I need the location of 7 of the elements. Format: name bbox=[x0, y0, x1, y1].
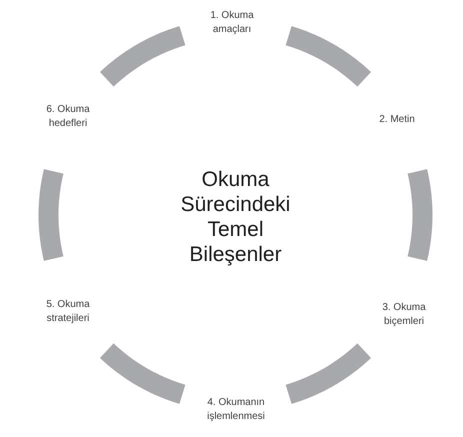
step-label: 2. Metin bbox=[379, 113, 415, 127]
step-label: 3. Okuma biçemleri bbox=[379, 301, 429, 329]
step-label: 5. Okuma stratejileri bbox=[43, 298, 93, 326]
step-label: 6. Okuma hedefleri bbox=[43, 103, 93, 131]
step-label: 4. Okumanın işlemlenmesi bbox=[205, 396, 267, 424]
step-label: 1. Okuma amaçları bbox=[207, 9, 257, 37]
center-title: Okuma Sürecindeki Temel Bileşenler bbox=[180, 167, 292, 267]
